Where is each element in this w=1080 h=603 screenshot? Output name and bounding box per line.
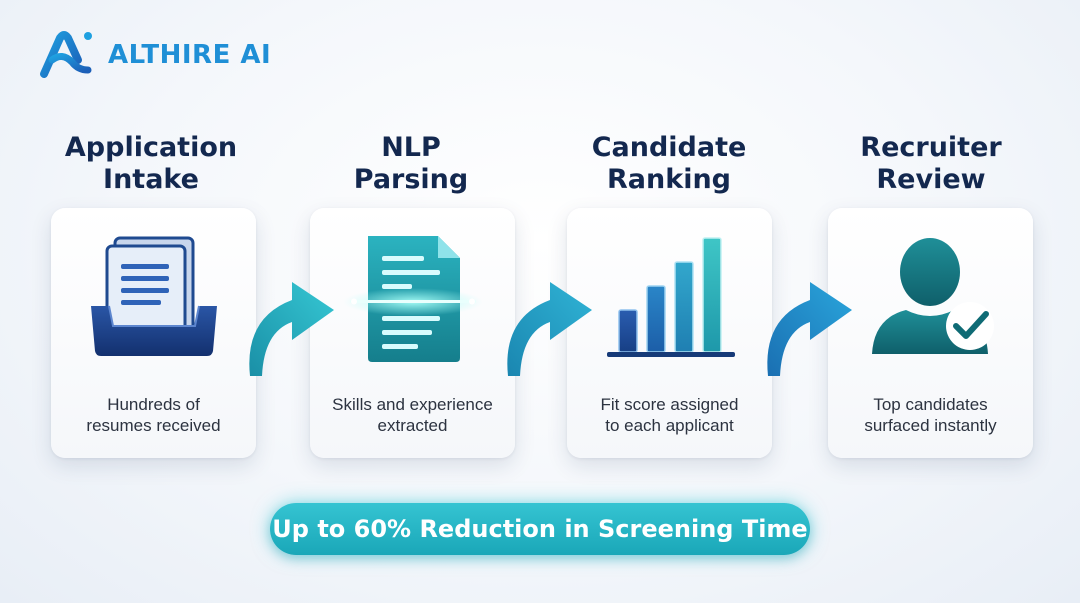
flow-arrow-icon [507, 282, 592, 376]
brand-logo: ALTHIRE AI [38, 30, 271, 80]
ai-logo-icon [40, 31, 92, 78]
step-desc-line2: extracted [377, 416, 448, 435]
step-title-recruiter-review: Recruiter Review [811, 132, 1051, 196]
step-title-line1: Candidate [591, 132, 747, 163]
result-banner: Up to 60% Reduction in Screening Time [270, 503, 810, 555]
step-description: Fit score assigned to each applicant [567, 394, 772, 436]
step-desc-line2: resumes received [86, 416, 221, 435]
step-title-line1: Application [64, 132, 238, 163]
step-title-line1: Recruiter [860, 132, 1002, 163]
user-check-icon [872, 238, 994, 354]
step-card-application-intake: Hundreds of resumes received [51, 208, 256, 458]
step-desc-line2: to each applicant [605, 416, 734, 435]
step-title-line2: Review [876, 164, 986, 195]
step-description: Hundreds of resumes received [51, 394, 256, 436]
bar-chart-icon [607, 237, 735, 357]
step-desc-line1: Hundreds of [107, 395, 200, 414]
step-card-recruiter-review: Top candidates surfaced instantly [828, 208, 1033, 458]
step-title-application-intake: Application Intake [31, 132, 271, 196]
step-desc-line1: Top candidates [873, 395, 988, 414]
step-title-line2: Intake [103, 164, 199, 195]
flow-arrow-icon [249, 282, 334, 376]
step-title-line2: Parsing [353, 164, 469, 195]
step-title-nlp-parsing: NLP Parsing [291, 132, 531, 196]
step-title-line1: NLP [381, 132, 441, 163]
step-card-nlp-parsing: Skills and experience extracted [310, 208, 515, 458]
step-description: Top candidates surfaced instantly [828, 394, 1033, 436]
document-scan-icon [343, 236, 483, 362]
step-card-candidate-ranking: Fit score assigned to each applicant [567, 208, 772, 458]
step-description: Skills and experience extracted [310, 394, 515, 436]
step-desc-line1: Skills and experience [332, 395, 493, 414]
step-title-candidate-ranking: Candidate Ranking [549, 132, 789, 196]
step-desc-line2: surfaced instantly [864, 416, 997, 435]
step-title-line2: Ranking [607, 164, 731, 195]
step-desc-line1: Fit score assigned [600, 395, 739, 414]
brand-name: ALTHIRE AI [108, 40, 272, 70]
flow-arrow-icon [767, 282, 852, 376]
inbox-documents-icon [91, 236, 217, 356]
banner-text: Up to 60% Reduction in Screening Time [272, 515, 808, 543]
